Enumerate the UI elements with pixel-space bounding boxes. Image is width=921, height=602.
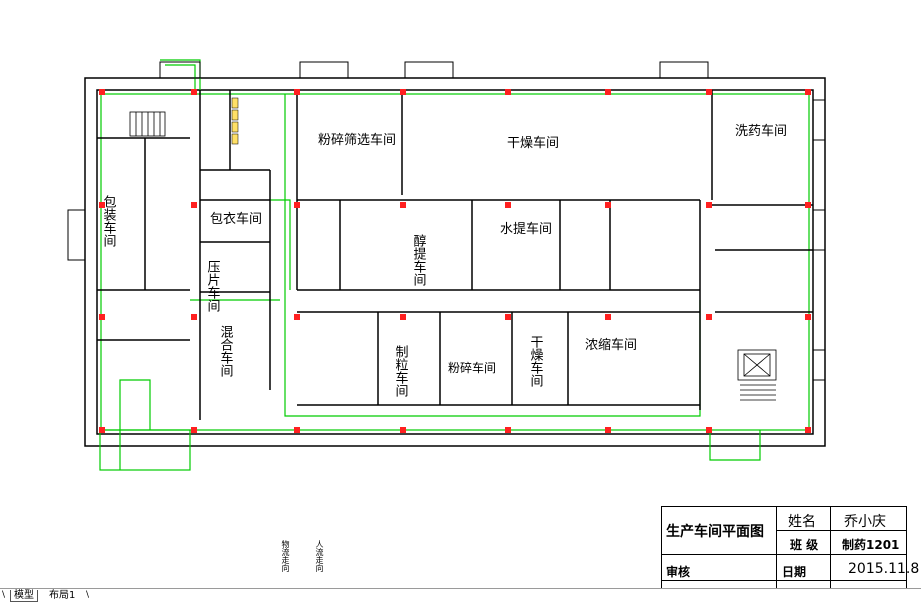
layout-tabs: \ 模型 布局1 \ [0,588,921,602]
columns [99,89,811,433]
room-label-packaging: 包装车间 [101,195,117,247]
room-label-mixing: 混合车间 [218,325,234,377]
drawing-title: 生产车间平面图 [666,524,764,540]
stairs-top-left [129,111,166,137]
review-label: 审核 [666,565,691,579]
title-block: 生产车间平面图 姓名 乔小庆 班 级 制药1201 审核 日期 2015.11.… [661,506,919,591]
green-circulation [99,59,810,471]
outer-wall [84,77,826,447]
date-value: 2015.11.8 [848,561,920,577]
room-label-drying2: 干燥车间 [528,335,544,387]
people-flow-note: 人流走向 [315,540,324,572]
room-label-inner-packaging: 包衣车间 [210,211,262,227]
stairs-right [737,349,777,401]
room-label-washing: 洗药车间 [735,123,787,139]
date-label: 日期 [782,565,807,579]
room-label-alcohol-extraction: 醇提车间 [411,233,427,286]
material-flow-note: 物流走向 [281,540,290,572]
tab-scroll-right-icon[interactable]: \ [86,590,90,600]
interior-walls [97,90,813,420]
room-label-tableting: 压片车间 [205,260,221,312]
tab-model[interactable]: 模型 [10,590,38,602]
name-value: 乔小庆 [844,514,886,530]
tab-scroll-left-icon[interactable]: \ [2,590,6,600]
west-entrance [67,209,86,261]
room-label-drying: 干燥车间 [507,135,559,151]
top-doors [159,61,826,381]
name-label: 姓名 [788,514,816,530]
room-label-granulating: 制粒车间 [393,345,409,397]
room-label-concentration: 浓缩车间 [585,337,637,353]
room-label-water-extraction: 水提车间 [500,221,552,237]
class-value: 制药1201 [842,538,900,552]
inner-wall [96,89,814,435]
class-label: 班 级 [790,538,819,552]
tab-layout1[interactable]: 布局1 [49,590,76,601]
room-label-crushing: 粉碎车间 [448,360,496,375]
room-label-crushing-sieving: 粉碎筛选车间 [318,132,396,148]
restroom-fixtures [231,97,239,145]
